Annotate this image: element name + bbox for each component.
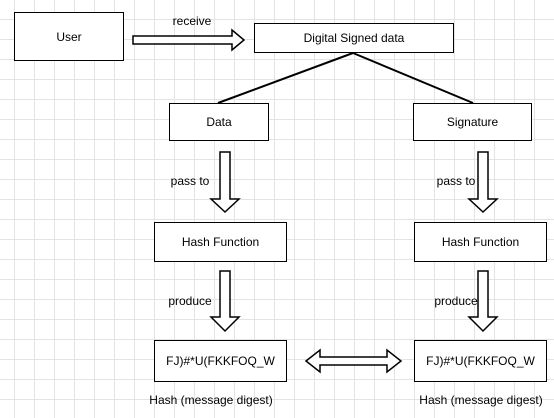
produce-label-right: produce bbox=[434, 294, 478, 308]
receive-arrow bbox=[132, 28, 246, 52]
data-node: Data bbox=[169, 103, 269, 141]
connector-signed-to-data bbox=[217, 52, 354, 104]
produce-arrow-left bbox=[209, 270, 241, 333]
compare-double-arrow bbox=[304, 348, 403, 374]
user-node: User bbox=[14, 12, 124, 61]
hash-function-left-node: Hash Function bbox=[154, 222, 287, 262]
hash-caption-left: Hash (message digest) bbox=[149, 393, 273, 407]
hash-caption-right: Hash (message digest) bbox=[419, 393, 543, 407]
pass-to-arrow-right bbox=[467, 151, 499, 214]
pass-to-label-left: pass to bbox=[170, 174, 210, 188]
produce-label-left: produce bbox=[168, 294, 212, 308]
digest-left-node: FJ)#*U(FKKFOQ_W bbox=[154, 340, 287, 382]
digital-signed-data-node: Digital Signed data bbox=[254, 23, 454, 53]
pass-to-label-right: pass to bbox=[436, 174, 476, 188]
digest-right-node: FJ)#*U(FKKFOQ_W bbox=[414, 340, 547, 382]
hash-function-right-node: Hash Function bbox=[414, 222, 547, 262]
pass-to-arrow-left bbox=[209, 151, 241, 214]
connector-signed-to-signature bbox=[352, 52, 474, 104]
receive-label: receive bbox=[172, 14, 212, 28]
produce-arrow-right bbox=[467, 270, 499, 333]
signature-node: Signature bbox=[413, 103, 532, 141]
